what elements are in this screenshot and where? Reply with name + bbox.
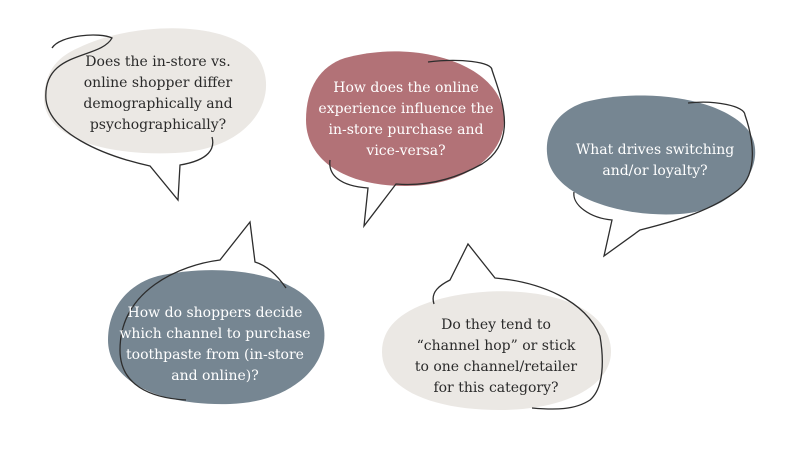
bubble-2-line-3: in-store purchase and <box>328 122 484 138</box>
bubble-3-line-1: What drives switching <box>575 142 735 158</box>
bubble-4-outline <box>119 220 287 401</box>
bubble-1-outline <box>45 34 214 202</box>
bubble-2-outline <box>329 59 506 229</box>
bubble-2-question: How does the online experience influence… <box>306 78 506 162</box>
bubble-4-question: How do shoppers decide which channel to … <box>110 303 320 387</box>
bubble-1-blob <box>43 28 267 154</box>
bubble-2-blob <box>306 51 504 187</box>
bubble-4-line-2: which channel to purchase <box>119 326 311 342</box>
bubble-3-outline <box>573 101 754 258</box>
bubble-5-line-4: for this category? <box>433 380 559 396</box>
bubble-1-line-2: online shopper differ <box>83 75 233 91</box>
bubble-4-blob <box>108 270 325 405</box>
bubble-1-line-4: psychographically? <box>89 117 227 133</box>
bubble-5-blob <box>382 291 612 410</box>
bubble-5-outline <box>432 242 603 410</box>
bubble-1-line-3: demographically and <box>83 96 233 112</box>
bubble-4-line-3: toothpaste from (in-store <box>126 347 304 363</box>
bubble-2-line-1: How does the online <box>333 80 479 96</box>
bubble-4-line-4: and online)? <box>171 368 259 384</box>
bubble-1-shape <box>43 28 267 202</box>
bubble-1-line-1: Does the in-store vs. <box>85 54 231 70</box>
bubble-5-line-3: to one channel/retailer <box>414 359 578 375</box>
bubble-5-shape <box>382 242 612 410</box>
bubble-2-shape <box>306 51 506 229</box>
bubble-3-question: What drives switching and/or loyalty? <box>550 140 760 182</box>
bubble-3-blob <box>546 95 756 215</box>
bubble-5-line-2: “channel hop” or stick <box>416 338 576 354</box>
bubble-4-line-1: How do shoppers decide <box>127 305 303 321</box>
bubble-4-shape <box>108 220 325 405</box>
bubble-5-question: Do they tend to “channel hop” or stick t… <box>386 315 606 399</box>
bubble-5-line-1: Do they tend to <box>441 317 551 333</box>
bubble-2-line-4: vice-versa? <box>366 143 446 159</box>
bubble-2-line-2: experience influence the <box>318 101 494 117</box>
bubble-3-shape <box>546 95 756 258</box>
bubble-3-line-2: and/or loyalty? <box>602 163 708 179</box>
bubble-1-question: Does the in-store vs. online shopper dif… <box>58 52 258 136</box>
